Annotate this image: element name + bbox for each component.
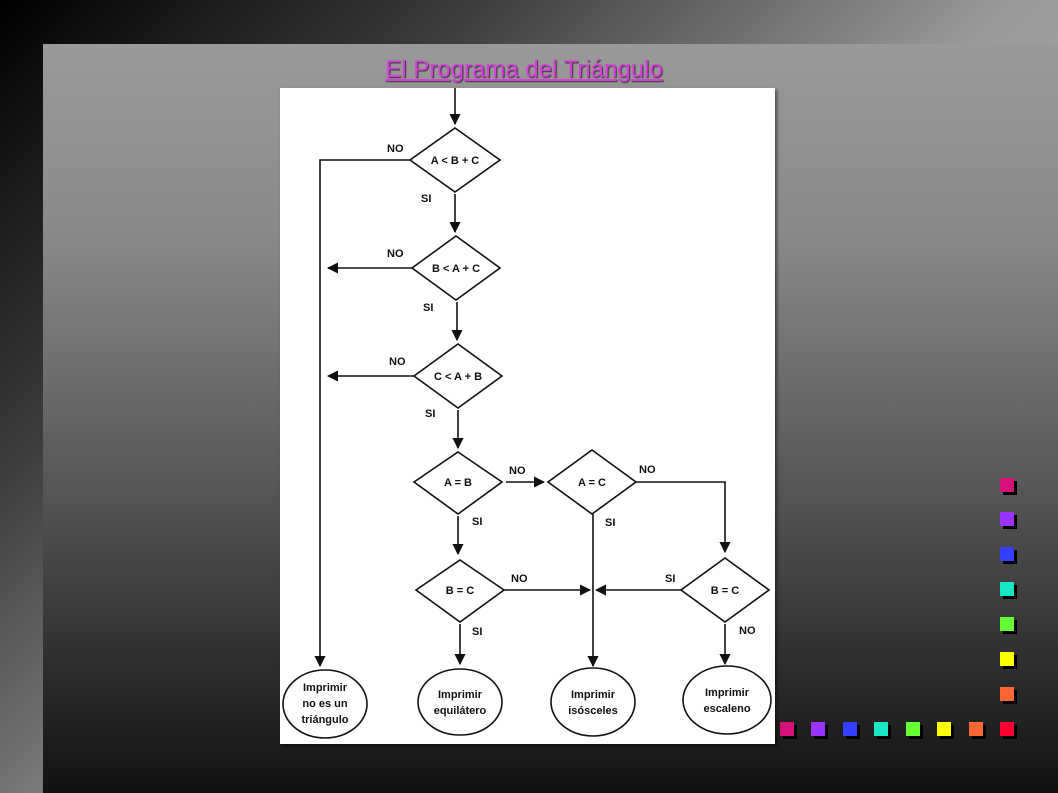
output-oval-4 [682, 665, 772, 735]
slide-title: El Programa del Triángulo [385, 56, 663, 83]
label-no-6: NO [511, 573, 528, 585]
flowchart-paper: A < B + C B < A + C C < A + B A = B A = … [280, 88, 775, 744]
output-2-line-1: Imprimir [438, 689, 483, 701]
decision-diamond-3 [412, 343, 504, 409]
label-no-1: NO [387, 143, 404, 155]
decision-text-2: B < A + C [432, 263, 480, 275]
decor-square [843, 722, 857, 736]
decision-diamond-6 [414, 559, 506, 623]
label-si-5: SI [605, 517, 615, 529]
label-si-4: SI [472, 516, 482, 528]
decor-square [1000, 617, 1014, 631]
decor-square [1000, 722, 1014, 736]
label-si-3: SI [425, 408, 435, 420]
decision-text-3: C < A + B [434, 371, 482, 383]
arrow-d1-no [314, 159, 410, 668]
output-3-line-1: Imprimir [571, 689, 616, 701]
decor-square [906, 722, 920, 736]
output-oval-3 [550, 667, 636, 737]
decor-square [1000, 512, 1014, 526]
decision-text-5: A = C [578, 477, 606, 489]
decor-square [1000, 547, 1014, 561]
decor-square [1000, 478, 1014, 492]
label-si-2: SI [423, 302, 433, 314]
decision-text-1: A < B + C [431, 155, 480, 167]
decor-square [1000, 652, 1014, 666]
decor-square [874, 722, 888, 736]
decor-square [969, 722, 983, 736]
decision-diamond-1 [408, 127, 502, 193]
label-no-3: NO [389, 356, 406, 368]
decision-text-7: B = C [711, 585, 739, 597]
output-1-line-1: Imprimir [303, 682, 348, 694]
decor-square [811, 722, 825, 736]
output-3-line-2: isósceles [568, 705, 618, 717]
label-si-7: SI [665, 573, 675, 585]
arrow-d5-no [636, 481, 731, 554]
label-si-1: SI [421, 193, 431, 205]
decision-text-6: B = C [446, 585, 474, 597]
output-4-line-2: escaleno [703, 703, 750, 715]
decision-diamond-7 [679, 557, 771, 623]
decision-text-4: A = B [444, 477, 472, 489]
decision-diamond-2 [410, 235, 502, 301]
decor-square [937, 722, 951, 736]
output-1-line-3: triángulo [301, 714, 348, 726]
output-1-line-2: no es un [302, 698, 348, 710]
output-oval-2 [417, 668, 503, 736]
label-no-4: NO [509, 465, 526, 477]
output-2-line-2: equilátero [434, 705, 487, 717]
decor-square [780, 722, 794, 736]
decision-diamond-4 [412, 451, 504, 515]
flowchart-diagram: A < B + C B < A + C C < A + B A = B A = … [282, 88, 772, 739]
output-oval-1 [282, 669, 368, 739]
label-si-6: SI [472, 626, 482, 638]
label-no-5: NO [639, 464, 656, 476]
output-4-line-1: Imprimir [705, 687, 750, 699]
decor-square [1000, 582, 1014, 596]
label-no-7: NO [739, 625, 756, 637]
decor-square [1000, 687, 1014, 701]
decision-diamond-5 [546, 449, 638, 515]
label-no-2: NO [387, 248, 404, 260]
